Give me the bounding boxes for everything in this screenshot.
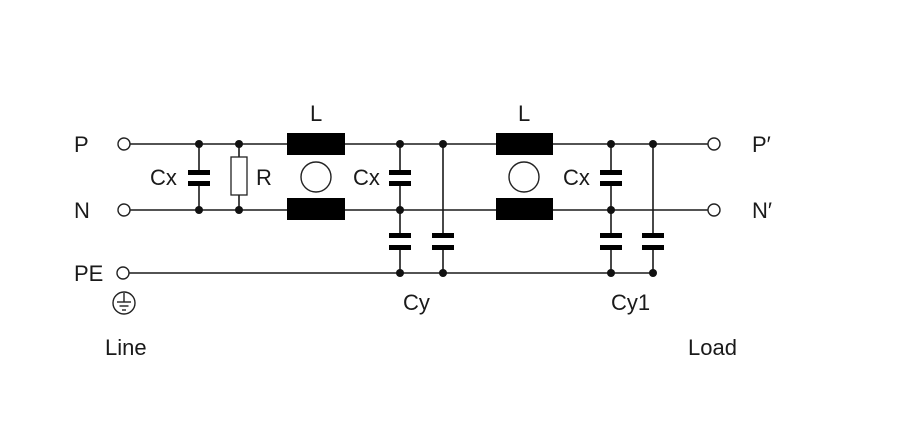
inductor-winding [287, 198, 345, 220]
terminal-n-out [707, 203, 721, 217]
cx-input-capacitor [188, 170, 210, 186]
choke-core-icon [508, 161, 540, 193]
common-mode-choke-2 [496, 133, 553, 220]
label-line-side: Line [105, 335, 147, 360]
label-resistor: R [256, 165, 272, 190]
protective-earth-icon [112, 291, 136, 315]
cy-capacitor-n [389, 233, 411, 250]
wires [129, 143, 708, 274]
label-cx-output: Cx [563, 165, 590, 190]
label-n-out: N′ [752, 198, 772, 223]
label-n-in: N [74, 198, 90, 223]
label-inductor-2: L [518, 101, 530, 126]
resistor [230, 156, 248, 196]
common-mode-choke-1 [287, 133, 345, 220]
choke-core-icon [300, 161, 332, 193]
terminal-n-in [117, 203, 131, 217]
label-load-side: Load [688, 335, 737, 360]
terminal-p-in [117, 137, 131, 151]
label-p-in: P [74, 132, 89, 157]
terminal-p-out [707, 137, 721, 151]
label-cy: Cy [403, 290, 430, 315]
label-inductor-1: L [310, 101, 322, 126]
label-p-out: P′ [752, 132, 771, 157]
label-cx-input: Cx [150, 165, 177, 190]
cy1-capacitor-n [600, 233, 622, 250]
inductor-winding [287, 133, 345, 155]
cx-output-capacitor [600, 170, 622, 186]
cy-capacitor-p [432, 233, 454, 250]
inductor-winding [496, 133, 553, 155]
terminal-pe-in [116, 266, 130, 280]
junction-dots [195, 140, 657, 277]
label-pe-in: PE [74, 261, 103, 286]
cy1-capacitor-p [642, 233, 664, 250]
cx-middle-capacitor [389, 170, 411, 186]
label-cx-middle: Cx [353, 165, 380, 190]
label-cy1: Cy1 [611, 290, 650, 315]
inductor-winding [496, 198, 553, 220]
